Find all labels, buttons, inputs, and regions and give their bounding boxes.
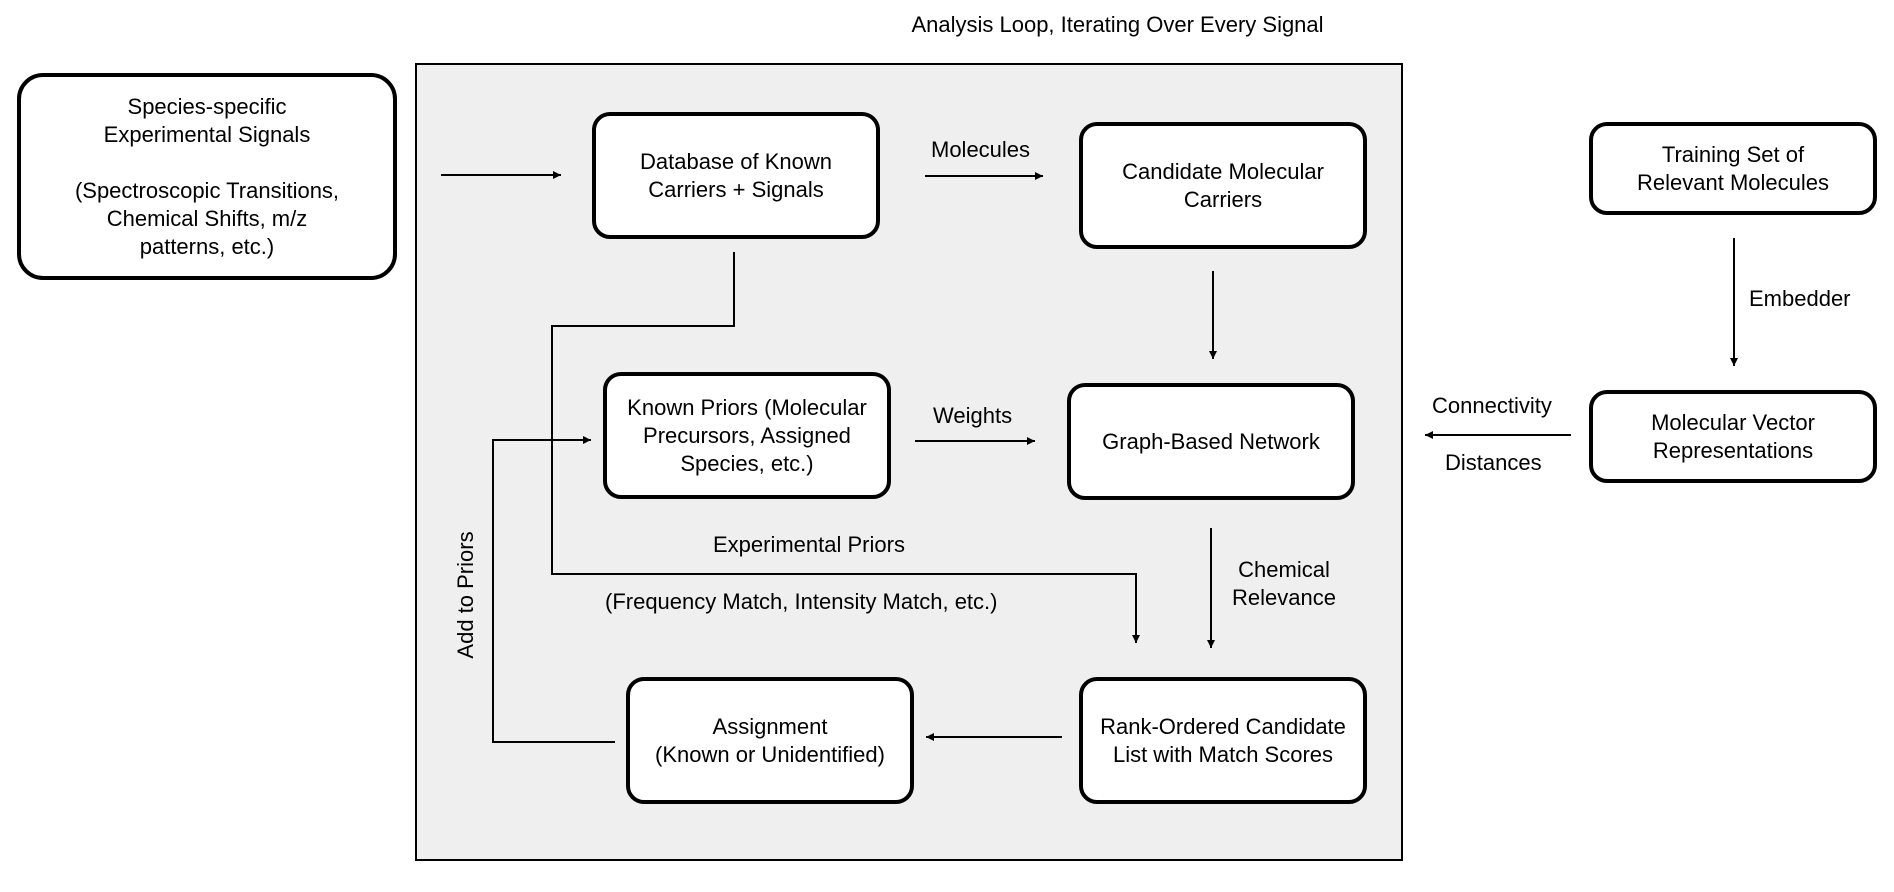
edge-label-add-to-priors: Add to Priors — [453, 531, 478, 659]
training-set-node[interactable]: Training Set of Relevant Molecules — [1589, 122, 1877, 215]
edge-label-weights: Weights — [933, 403, 1013, 428]
ranked-candidates-node[interactable]: Rank-Ordered Candidate List with Match S… — [1079, 677, 1367, 804]
database-text: Database of Known Carriers + Signals — [639, 148, 833, 202]
vector-representations-text: Molecular Vector Representations — [1651, 409, 1815, 463]
candidate-carriers-text: Candidate Molecular Carriers — [1122, 158, 1324, 212]
known-priors-text: Known Priors (Molecular Precursors, Assi… — [627, 394, 867, 476]
edge-label-experimental-priors: Experimental Priors — [713, 532, 905, 557]
arrow-assignment-to-priors — [492, 436, 615, 743]
known-priors-node[interactable]: Known Priors (Molecular Precursors, Assi… — [603, 372, 891, 499]
edge-label-priors-detail: (Frequency Match, Intensity Match, etc.) — [605, 589, 998, 614]
loop-title: Analysis Loop, Iterating Over Every Sign… — [911, 12, 1324, 37]
experimental-signals-text: Species-specific Experimental Signals (S… — [74, 93, 340, 259]
experimental-signals-node[interactable]: Species-specific Experimental Signals (S… — [17, 73, 397, 280]
arrow-database-to-ranked — [551, 252, 1140, 643]
edge-label-connectivity: Connectivity — [1432, 393, 1552, 418]
edge-label-molecules: Molecules — [931, 137, 1031, 162]
edge-label-chemical-relevance: Chemical Relevance — [1232, 557, 1336, 610]
edge-label-distances: Distances — [1445, 450, 1542, 475]
vector-representations-node[interactable]: Molecular Vector Representations — [1589, 390, 1877, 483]
ranked-candidates-text: Rank-Ordered Candidate List with Match S… — [1100, 713, 1346, 767]
database-node[interactable]: Database of Known Carriers + Signals — [592, 112, 880, 239]
training-set-text: Training Set of Relevant Molecules — [1637, 141, 1829, 195]
graph-network-text: Graph-Based Network — [1102, 428, 1320, 454]
assignment-text: Assignment (Known or Unidentified) — [655, 713, 885, 767]
edge-label-embedder: Embedder — [1749, 286, 1851, 311]
assignment-node[interactable]: Assignment (Known or Unidentified) — [626, 677, 914, 804]
candidate-carriers-node[interactable]: Candidate Molecular Carriers — [1079, 122, 1367, 249]
graph-network-node[interactable]: Graph-Based Network — [1067, 383, 1355, 500]
